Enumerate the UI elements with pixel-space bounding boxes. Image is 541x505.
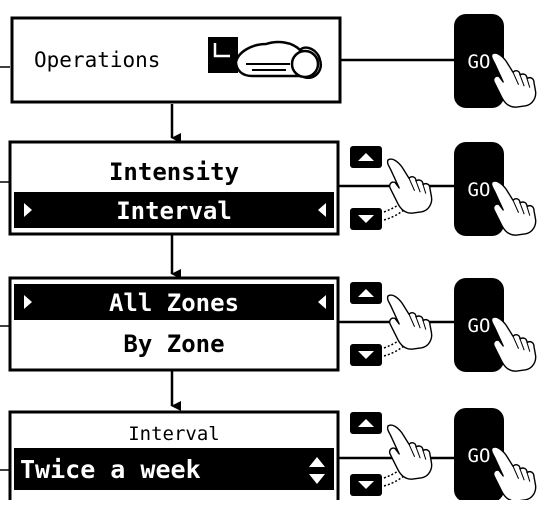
up-down-buttons[interactable] — [349, 281, 433, 367]
go-button[interactable]: GO — [454, 408, 537, 502]
display-heading-interval: Interval — [128, 423, 220, 445]
up-down-buttons[interactable] — [349, 411, 433, 497]
selection-right-marker-icon — [318, 295, 326, 309]
display-line-intensity: Intensity — [109, 158, 239, 186]
selection-left-marker-icon — [24, 295, 32, 309]
mower-icon — [208, 37, 323, 79]
display-line-interval: Interval — [116, 197, 232, 225]
hand-pointer-icon — [386, 424, 433, 480]
go-button[interactable]: GO — [454, 278, 537, 372]
display-line-all-zones: All Zones — [109, 289, 239, 317]
hand-pointer-icon — [386, 294, 433, 350]
selection-highlight — [14, 284, 334, 320]
display-operations: Operations — [10, 16, 342, 104]
up-down-buttons[interactable] — [349, 145, 433, 231]
display-line-by-zone: By Zone — [123, 330, 224, 358]
display-operations-label: Operations — [34, 48, 160, 72]
hand-pointer-icon — [386, 158, 433, 214]
selection-highlight — [14, 448, 334, 490]
go-button-label: GO — [468, 445, 491, 467]
selection-left-marker-icon — [24, 203, 32, 217]
selection-highlight — [14, 192, 334, 228]
go-button[interactable]: GO — [454, 14, 537, 108]
selection-right-marker-icon — [318, 203, 326, 217]
display-frequency: Intensity Interval — [8, 140, 340, 236]
go-button-label: GO — [468, 51, 491, 73]
go-button[interactable]: GO — [454, 142, 537, 236]
go-button-label: GO — [468, 179, 491, 201]
display-zones: All Zones By Zone — [8, 276, 340, 372]
display-interval: Interval Twice a week — [8, 410, 340, 504]
up-down-indicator-icon — [309, 457, 325, 484]
go-button-label: GO — [468, 315, 491, 337]
display-value-twice-a-week: Twice a week — [20, 455, 201, 484]
